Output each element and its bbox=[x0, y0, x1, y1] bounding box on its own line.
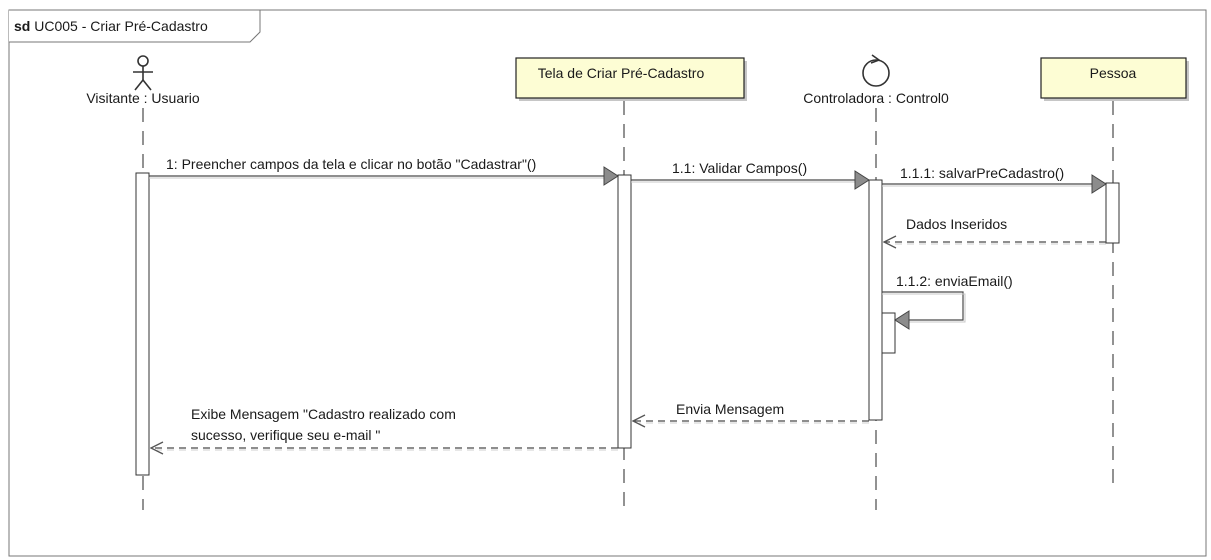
activation-controladora-self bbox=[881, 312, 896, 354]
return-1-1-1: Dados Inseridos bbox=[884, 216, 1106, 244]
arrowhead bbox=[603, 166, 619, 186]
activation-pessoa bbox=[1105, 182, 1120, 244]
frame-label-tab bbox=[9, 9, 261, 43]
lifeline-label-controladora: Controladora : Control0 bbox=[803, 90, 949, 106]
return-label-1-line2: sucesso, verifique seu e-mail " bbox=[191, 427, 380, 443]
control-icon bbox=[862, 54, 890, 87]
message-label-1-1-2: 1.1.2: enviaEmail() bbox=[896, 273, 1013, 289]
arrowhead bbox=[854, 170, 870, 190]
frame-keyword: sd bbox=[14, 18, 30, 34]
message-label-1-1-1: 1.1.1: salvarPreCadastro() bbox=[900, 165, 1064, 181]
message-label-1: 1: Preencher campos da tela e clicar no … bbox=[166, 156, 536, 172]
activation-tela bbox=[617, 174, 632, 449]
return-1-1: Envia Mensagem bbox=[633, 401, 869, 423]
arrowhead bbox=[1091, 174, 1107, 194]
actor-icon bbox=[133, 55, 153, 91]
lifeline-label-tela: Tela de Criar Pré-Cadastro bbox=[538, 65, 705, 81]
message-1-1: 1.1: Validar Campos() bbox=[631, 160, 870, 190]
return-label-1-line1: Exibe Mensagem "Cadastro realizado com bbox=[191, 406, 456, 422]
message-label-1-1: 1.1: Validar Campos() bbox=[672, 160, 807, 176]
return-label-1-1-1: Dados Inseridos bbox=[906, 216, 1007, 232]
object-pessoa: Pessoa bbox=[1040, 57, 1189, 101]
lifeline-label-visitante: Visitante : Usuario bbox=[86, 90, 200, 106]
message-1: 1: Preencher campos da tela e clicar no … bbox=[149, 156, 619, 186]
activation-visitante bbox=[135, 172, 150, 476]
frame-title: UC005 - Criar Pré-Cadastro bbox=[34, 18, 208, 34]
return-1: Exibe Mensagem "Cadastro realizado com s… bbox=[151, 406, 618, 450]
message-1-1-2: 1.1.2: enviaEmail() bbox=[882, 273, 1013, 330]
diagram-frame bbox=[8, 9, 1207, 557]
activation-controladora bbox=[868, 179, 883, 421]
return-label-1-1: Envia Mensagem bbox=[676, 401, 784, 417]
arrowhead bbox=[894, 310, 910, 330]
lifeline-label-pessoa: Pessoa bbox=[1090, 65, 1137, 81]
control-controladora: Controladora : Control0 bbox=[803, 54, 949, 106]
object-tela: Tela de Criar Pré-Cadastro bbox=[515, 57, 747, 101]
actor-visitante: Visitante : Usuario bbox=[86, 55, 200, 106]
frame-label: sd UC005 - Criar Pré-Cadastro bbox=[14, 18, 208, 34]
message-1-1-1: 1.1.1: salvarPreCadastro() bbox=[882, 165, 1107, 194]
